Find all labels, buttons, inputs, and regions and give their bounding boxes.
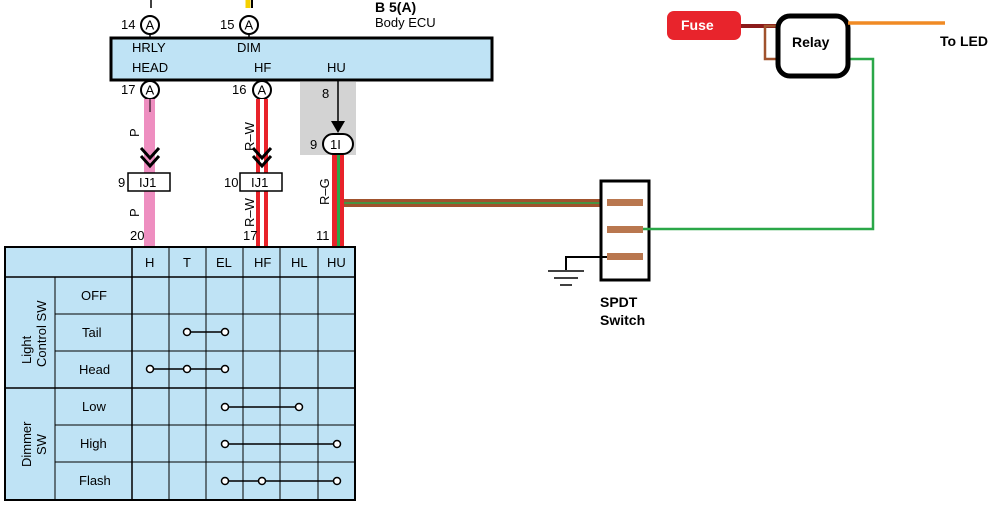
connector-pin: 9 <box>310 137 317 152</box>
connection-dot-tail-el <box>220 327 230 337</box>
ecu-label-head: HEAD <box>132 60 168 75</box>
connection-dot-head-el <box>220 364 230 374</box>
connection-dot-low-hl <box>294 402 304 412</box>
column-header-hl: HL <box>291 255 308 270</box>
wire-label-rg: R–G <box>317 178 332 205</box>
junction-label-ij1: IJ1 <box>251 175 268 190</box>
connection-dot-flash-el <box>220 476 230 486</box>
group-label-control-sw: Control SW <box>34 300 49 367</box>
connection-dot-head-h <box>145 364 155 374</box>
spdt-label: SPDT <box>600 294 638 310</box>
hu-pin-number: 8 <box>322 86 329 101</box>
chevron-down-icon <box>251 154 273 169</box>
ground-icon <box>548 256 607 286</box>
connection-dot-tail-t <box>182 327 192 337</box>
column-header-hf: HF <box>254 255 271 270</box>
connection-marks <box>145 327 342 486</box>
row-label-flash: Flash <box>79 473 111 488</box>
connector-label-1i: 1I <box>330 137 341 152</box>
ecu-label-hf: HF <box>254 60 271 75</box>
pin-number: 16 <box>232 82 246 97</box>
chevron-down-icon <box>251 146 273 161</box>
junction-pin: 9 <box>118 175 125 190</box>
connection-dot-low-el <box>220 402 230 412</box>
connection-dot-high-el <box>220 439 230 449</box>
switch-table: H T EL HF HL HU Light Control SW Dimmer … <box>4 246 356 501</box>
brown-wire <box>763 24 778 61</box>
ecu-pin-17: 17 A <box>121 80 160 100</box>
wire-label-p-lower: P <box>127 208 142 217</box>
connector-letter: A <box>146 18 155 33</box>
to-led-label: To LED <box>940 33 988 49</box>
ecu-label-hu: HU <box>327 60 346 75</box>
row-label-low: Low <box>82 399 106 414</box>
relay-label: Relay <box>792 34 830 50</box>
chevron-down-icon <box>139 154 161 169</box>
connector-letter: A <box>146 83 155 98</box>
switch-contact-bottom <box>607 253 643 260</box>
ecu-name: Body ECU <box>375 15 436 30</box>
green-wire <box>643 57 875 231</box>
row-label-off: OFF <box>81 288 107 303</box>
group-label-light: Light <box>19 335 34 364</box>
fuse-block <box>667 11 741 40</box>
body-ecu-box <box>109 36 494 82</box>
switch-pin-11: 11 <box>316 228 330 243</box>
column-header-h: H <box>145 255 154 270</box>
connection-dot-high-hu <box>332 439 342 449</box>
group-label-sw: SW <box>34 433 49 455</box>
connection-dot-flash-hu <box>332 476 342 486</box>
switch-pin-20: 20 <box>130 228 144 243</box>
switch-contact-middle <box>607 226 643 233</box>
relay-box <box>775 13 851 79</box>
column-header-t: T <box>183 255 191 270</box>
spdt-switch <box>599 179 651 282</box>
pink-wire <box>127 99 171 249</box>
fuse-label: Fuse <box>681 17 714 33</box>
row-label-high: High <box>80 436 107 451</box>
pin-number: 17 <box>121 82 135 97</box>
ecu-connector-id: B 5(A) <box>375 0 416 15</box>
junction-pin: 10 <box>224 175 238 190</box>
red-green-wire <box>332 155 604 249</box>
row-label-tail: Tail <box>82 325 102 340</box>
connector-letter: A <box>245 18 254 33</box>
chevron-down-icon <box>139 146 161 161</box>
connection-dot-head-t <box>182 364 192 374</box>
column-header-el: EL <box>216 255 232 270</box>
yellow-wire <box>245 0 253 8</box>
red-white-wire <box>239 99 283 249</box>
connector-letter: A <box>258 83 267 98</box>
hu-arrow-icon <box>331 121 345 133</box>
column-header-hu: HU <box>327 255 346 270</box>
ecu-label-dim: DIM <box>237 40 261 55</box>
pin-number: 15 <box>220 17 234 32</box>
ecu-pin-15: 15 A <box>220 15 259 38</box>
switch-pin-17: 17 <box>243 228 257 243</box>
pin-number: 14 <box>121 17 135 32</box>
connector-1i <box>322 133 354 155</box>
group-label-dimmer: Dimmer <box>19 421 34 467</box>
junction-label-ij1: IJ1 <box>139 175 156 190</box>
ecu-pin-16: 16 A <box>232 80 272 100</box>
switch-contact-top <box>607 199 643 206</box>
wire-label-rw-upper: R–W <box>242 121 257 151</box>
wire-label-p-upper: P <box>127 128 142 137</box>
ecu-pin-14: 14 A <box>121 15 160 38</box>
connection-dot-flash-hf <box>257 476 267 486</box>
switch-label: Switch <box>600 312 645 328</box>
wire-label-rw-lower: R–W <box>242 197 257 227</box>
ecu-label-hrly: HRLY <box>132 40 166 55</box>
row-label-head: Head <box>79 362 110 377</box>
